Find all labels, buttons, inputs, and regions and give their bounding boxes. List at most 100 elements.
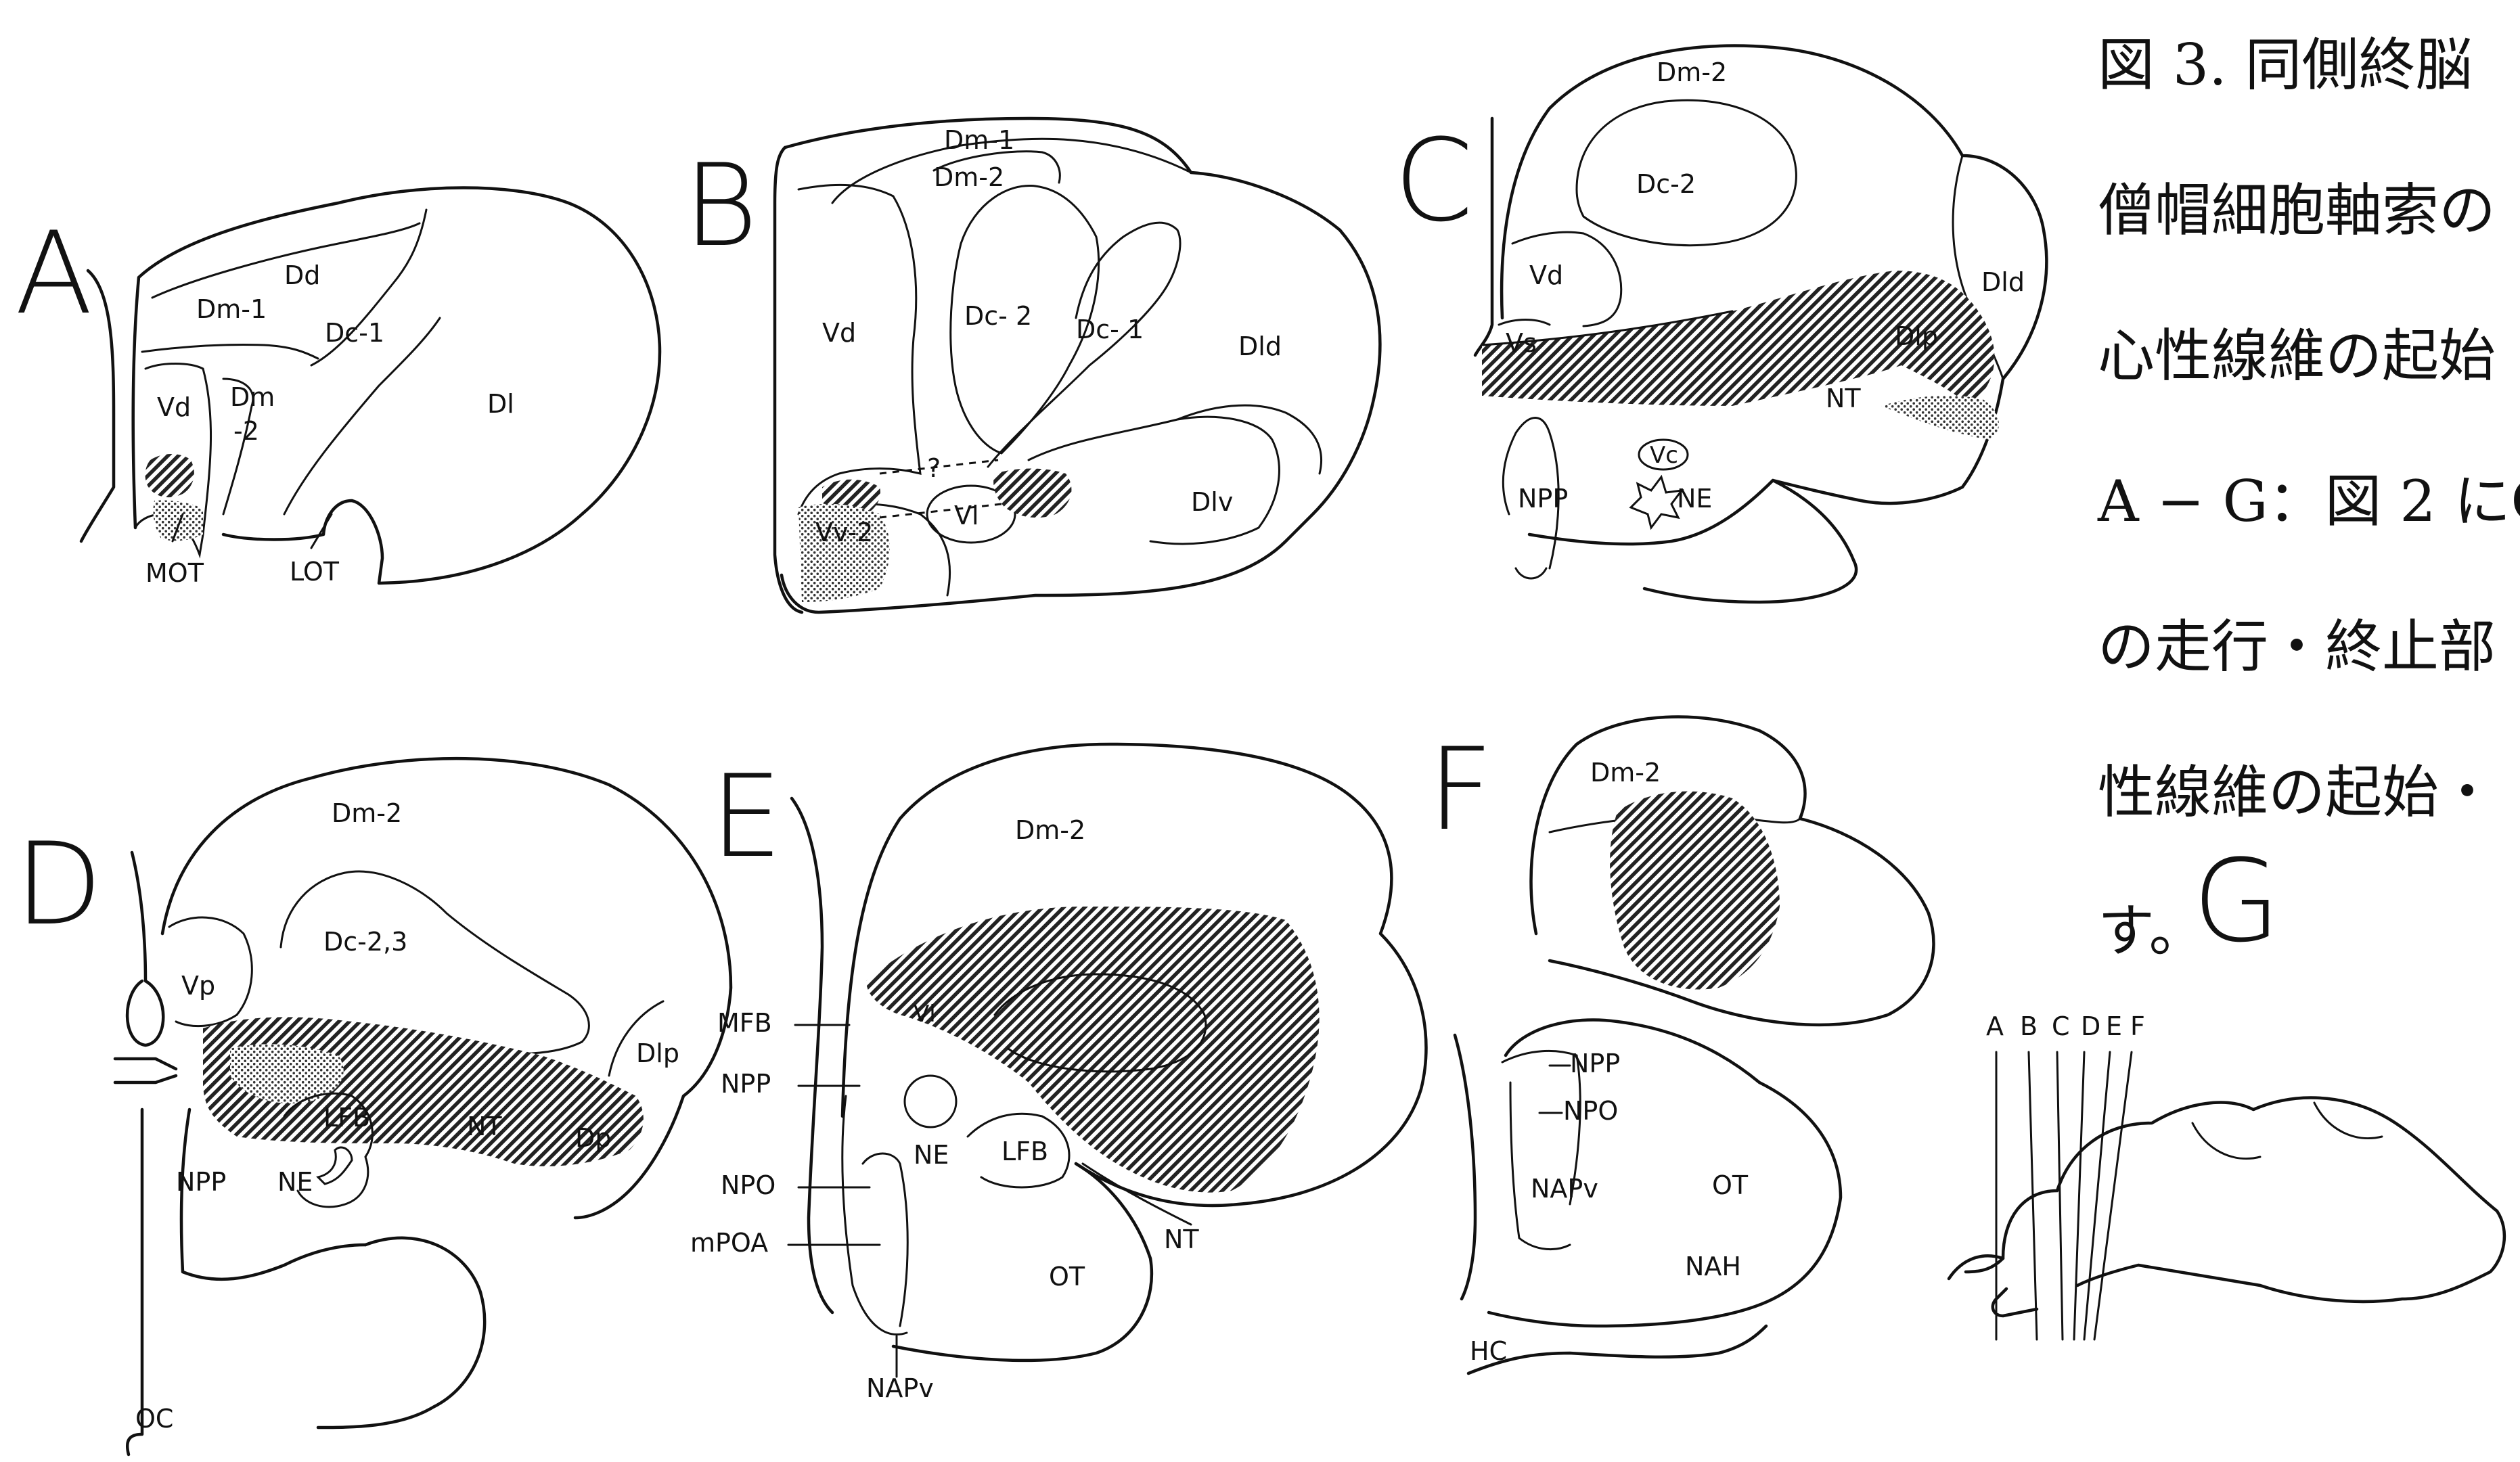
caption-line-7: す。 xyxy=(2098,898,2206,964)
label-npo: NPO xyxy=(721,1170,775,1200)
label-hc: HC xyxy=(1470,1336,1507,1366)
label-dlv: Dlv xyxy=(1191,487,1233,517)
panel-c-ne-star xyxy=(1631,477,1682,528)
panel-e-midline xyxy=(792,798,832,1312)
section-letter-d: D xyxy=(2081,1011,2100,1041)
panel-d-chiasm-upper xyxy=(115,1059,176,1069)
label-dm1: Dm-1 xyxy=(196,294,267,324)
label-question-mark: ? xyxy=(927,453,941,483)
label-dc23: Dc-2,3 xyxy=(323,927,407,957)
panel-d-npp-column xyxy=(127,1110,365,1455)
caption-line-5: の走行・終止部 xyxy=(2098,614,2496,680)
label-nt: NT xyxy=(1164,1225,1199,1254)
panel-e: E Dm-2 MFB NPP NPO mPOA NE LFB OT NT NAP… xyxy=(690,744,1426,1403)
panel-e-vl-nucleus xyxy=(905,1076,956,1127)
section-letter-c: C xyxy=(2052,1011,2070,1041)
panel-d-ne-outline xyxy=(318,1147,352,1184)
panel-c-npp-bulb xyxy=(1516,568,1546,578)
panel-a-lot-leader xyxy=(311,514,332,548)
panel-c-midline xyxy=(1475,118,1492,355)
panel-f: F Dm-2 NPP NPO NAPv OT NAH HC xyxy=(1428,717,1934,1373)
figure-caption: 図 3. 同側終脳 僧帽細胞軸索の 心性線維の起始 A − G：図 2 にC の… xyxy=(2097,32,2520,964)
panel-d-chiasm-lower xyxy=(115,1076,176,1082)
label-vv2: Vv-2 xyxy=(815,518,873,547)
label-napv: NAPv xyxy=(1531,1174,1598,1204)
brain-cerebellum-fold xyxy=(2192,1103,2382,1159)
panel-letter-f: F xyxy=(1428,723,1493,856)
label-dc2: Dc-2 xyxy=(1636,169,1696,199)
label-dm2: Dm-2 xyxy=(1015,815,1085,845)
label-lot: LOT xyxy=(290,557,340,587)
label-dp: Dp xyxy=(575,1123,611,1153)
panel-f-left-column xyxy=(1455,1035,1475,1299)
panel-b-dld-border xyxy=(1177,405,1322,474)
panel-a-dm1-border xyxy=(142,344,318,359)
label-mpoa: mPOA xyxy=(690,1228,768,1258)
label-npo: NPO xyxy=(1563,1096,1618,1126)
panel-b-dashed-lower xyxy=(880,504,1002,518)
label-vd: Vd xyxy=(1529,260,1563,290)
panel-e-mfb-column xyxy=(842,1096,907,1334)
label-nah: NAH xyxy=(1685,1252,1741,1281)
label-dc2: Dc- 2 xyxy=(964,301,1032,331)
label-dm2-top: Dm xyxy=(230,382,275,412)
panel-b-hatch-right xyxy=(993,469,1071,518)
label-dld: Dld xyxy=(1981,267,2025,297)
panel-letter-e: E xyxy=(711,750,782,883)
label-ot: OT xyxy=(1712,1170,1749,1200)
label-ne: NE xyxy=(914,1140,949,1170)
section-letter-b: B xyxy=(2020,1011,2038,1041)
panel-letter-a: A xyxy=(15,207,93,340)
caption-line-2: 僧帽細胞軸索の xyxy=(2098,177,2496,244)
caption-line-1: 図 3. 同側終脳 xyxy=(2098,32,2473,98)
label-nt: NT xyxy=(467,1112,502,1141)
panel-d: D Dm-2 Dc-2,3 Vp Dlp LFB NE NPP NT Dp OC xyxy=(15,758,731,1455)
label-dm2: Dm-2 xyxy=(1657,58,1727,87)
panel-b-vd-border xyxy=(798,185,920,514)
panel-c-dots xyxy=(1881,396,1999,440)
label-vp: Vp xyxy=(181,971,215,1001)
panel-f-hc-base xyxy=(1468,1326,1766,1373)
label-vd: Vd xyxy=(157,392,191,422)
panel-a-dots xyxy=(153,501,203,541)
label-dm2-bottom: -2 xyxy=(233,416,259,446)
panel-c: C Dm-2 Dc-2 Vd Vs Dld Dlp Vc NE NPP NT xyxy=(1394,46,2046,602)
panel-letter-d: D xyxy=(15,818,102,951)
caption-line-3: 心性線維の起始 xyxy=(2098,323,2496,389)
label-dm2: Dm-2 xyxy=(332,798,402,828)
panel-b-dc1-border xyxy=(988,223,1180,467)
label-npp: NPP xyxy=(721,1069,771,1099)
panel-f-inner-column xyxy=(1510,1082,1570,1250)
caption-line-4: A − G：図 2 にC xyxy=(2097,468,2520,534)
section-line-e xyxy=(2084,1052,2110,1340)
brain-olfactory-bulb xyxy=(1966,1258,2037,1316)
panel-a-outline xyxy=(133,188,660,584)
label-vc: Vc xyxy=(1650,442,1678,469)
caption-line-6: 性線維の起始・ xyxy=(2098,759,2496,825)
label-npp: NPP xyxy=(1518,484,1568,513)
panel-f-hatch xyxy=(1610,792,1780,990)
label-dm2: Dm-2 xyxy=(934,162,1004,192)
label-dd: Dd xyxy=(284,260,320,290)
label-ne: NE xyxy=(1677,484,1712,513)
panel-f-ot-lobe xyxy=(1489,1020,1841,1326)
label-vd: Vd xyxy=(822,318,856,348)
label-lfb: LFB xyxy=(323,1103,370,1133)
label-npp: NPP xyxy=(1570,1049,1620,1078)
panel-a: A Dd Dm-1 Dc-1 Vd Dm -2 Dl MOT LOT xyxy=(15,188,660,589)
panel-b: B Dm-1 Dm-2 Vd Dc- 2 Dc- 1 Dld Vv-2 Vl D… xyxy=(683,118,1380,612)
label-napv: NAPv xyxy=(866,1373,934,1403)
label-dlp: Dlp xyxy=(1895,321,1938,351)
panel-e-ot-lobe xyxy=(893,1164,1152,1361)
panel-b-midline xyxy=(775,147,802,612)
label-dm2: Dm-2 xyxy=(1590,758,1661,787)
label-ne: NE xyxy=(277,1167,313,1197)
section-letter-e: E xyxy=(2106,1011,2122,1041)
label-npp: NPP xyxy=(176,1167,226,1197)
panel-a-hatch xyxy=(145,454,194,497)
panel-c-vs-border xyxy=(1499,320,1550,325)
label-oc: OC xyxy=(135,1404,173,1434)
label-dc1: Dc- 1 xyxy=(1076,315,1144,344)
panel-letter-c: C xyxy=(1394,114,1473,247)
